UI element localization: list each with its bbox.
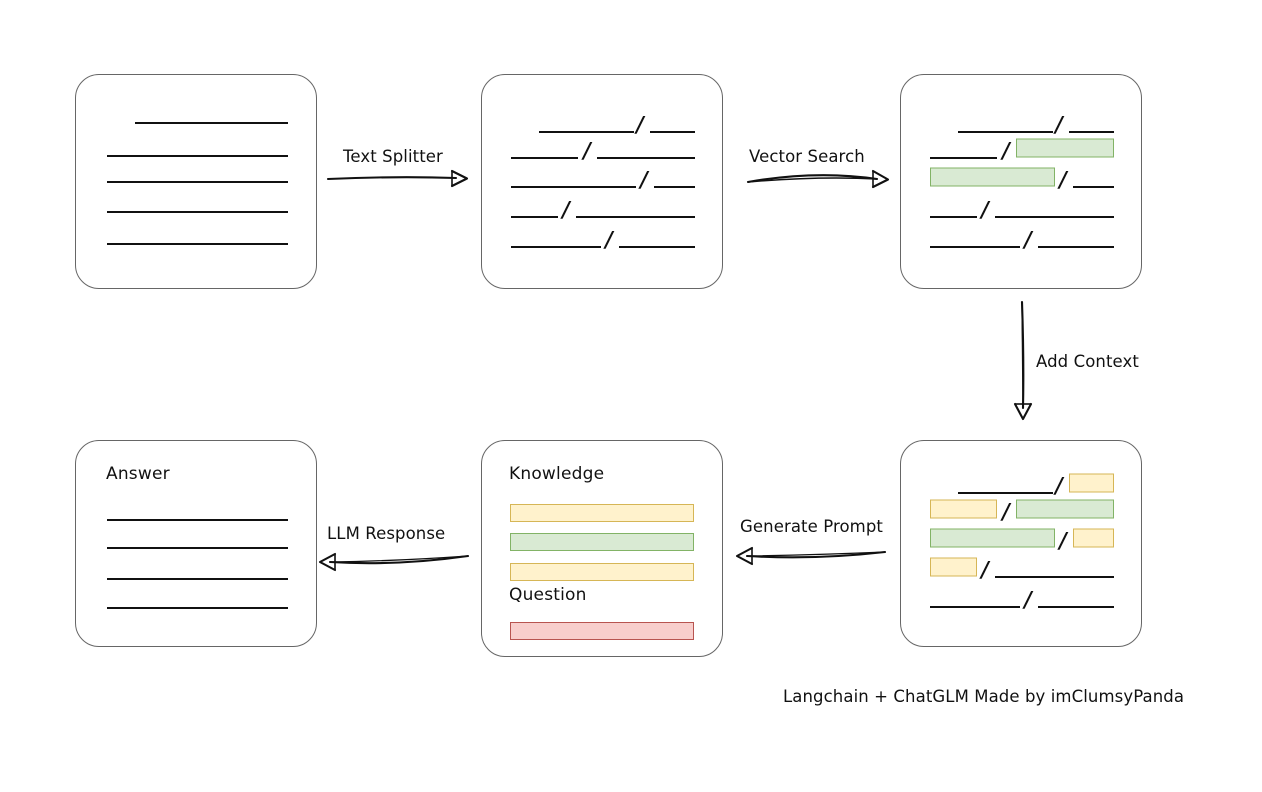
- text-rule: [539, 131, 634, 133]
- chunk-separator-slash: /: [636, 111, 644, 137]
- text-splitter-arrow: [326, 169, 469, 188]
- text-rule: [1073, 186, 1114, 188]
- text-rule: [654, 186, 695, 188]
- edge-label-vector-search: Vector Search: [749, 147, 865, 166]
- highlight-chip-green: [930, 167, 1055, 187]
- text-rule: [995, 576, 1114, 578]
- text-rule: [511, 246, 601, 248]
- chunk-separator-slash: /: [583, 137, 591, 163]
- prompt-bar-yellow: [510, 504, 694, 522]
- chunk-separator-slash: /: [1055, 472, 1063, 498]
- text-rule: [135, 122, 288, 124]
- chunk-separator-slash: /: [1024, 226, 1032, 252]
- chunk-separator-slash: /: [981, 196, 989, 222]
- text-rule: [107, 519, 288, 521]
- chunk-separator-slash: /: [981, 556, 989, 582]
- highlight-chip-green: [1016, 499, 1114, 519]
- text-rule: [650, 131, 695, 133]
- chunk-separator-slash: /: [605, 226, 613, 252]
- text-rule: [511, 157, 578, 159]
- prompt-bar-green: [510, 533, 694, 551]
- answer-label: Answer: [106, 464, 170, 484]
- chunk-separator-slash: /: [1024, 586, 1032, 612]
- text-rule: [107, 547, 288, 549]
- text-rule: [958, 131, 1053, 133]
- chunk-separator-slash: /: [1059, 166, 1067, 192]
- add-context-arrow: [1013, 300, 1033, 421]
- answer-card-box[interactable]: [75, 440, 317, 647]
- text-rule: [107, 211, 288, 213]
- text-rule: [107, 155, 288, 157]
- text-rule: [511, 186, 636, 188]
- highlight-chip-yellow: [1073, 528, 1114, 548]
- text-rule: [597, 157, 695, 159]
- text-rule: [511, 216, 558, 218]
- prompt-bar-red: [510, 622, 694, 640]
- highlight-chip-green: [930, 528, 1055, 548]
- text-rule: [930, 157, 997, 159]
- text-rule: [930, 606, 1020, 608]
- chunk-separator-slash: /: [640, 166, 648, 192]
- text-rule: [958, 492, 1053, 494]
- text-rule: [107, 578, 288, 580]
- text-rule: [1069, 131, 1114, 133]
- text-rule: [619, 246, 695, 248]
- text-rule: [1038, 606, 1114, 608]
- split-chunks-box[interactable]: [481, 74, 723, 289]
- text-rule: [930, 216, 977, 218]
- knowledge-label: Knowledge: [509, 464, 605, 484]
- text-rule: [107, 181, 288, 183]
- edge-label-text-splitter: Text Splitter: [343, 147, 443, 166]
- chunk-separator-slash: /: [1059, 527, 1067, 553]
- highlight-chip-yellow: [1069, 473, 1114, 493]
- footer-credit: Langchain + ChatGLM Made by imClumsyPand…: [783, 687, 1185, 706]
- text-rule: [107, 607, 288, 609]
- highlight-chip-green: [1016, 138, 1114, 158]
- chunk-separator-slash: /: [562, 196, 570, 222]
- chunk-separator-slash: /: [1002, 498, 1010, 524]
- chunk-separator-slash: /: [1002, 137, 1010, 163]
- text-rule: [995, 216, 1114, 218]
- text-rule: [107, 243, 288, 245]
- vector-search-arrow: [746, 169, 890, 189]
- generate-prompt-arrow: [735, 546, 887, 566]
- highlight-chip-yellow: [930, 557, 977, 577]
- llm-response-arrow: [318, 552, 470, 572]
- edge-label-add-context: Add Context: [1036, 352, 1139, 371]
- edge-label-llm-response: LLM Response: [327, 524, 446, 543]
- edge-label-generate-prompt: Generate Prompt: [740, 517, 883, 536]
- prompt-bar-yellow: [510, 563, 694, 581]
- text-rule: [930, 246, 1020, 248]
- text-rule: [1038, 246, 1114, 248]
- chunk-separator-slash: /: [1055, 111, 1063, 137]
- question-label: Question: [509, 585, 587, 605]
- text-rule: [576, 216, 695, 218]
- highlight-chip-yellow: [930, 499, 997, 519]
